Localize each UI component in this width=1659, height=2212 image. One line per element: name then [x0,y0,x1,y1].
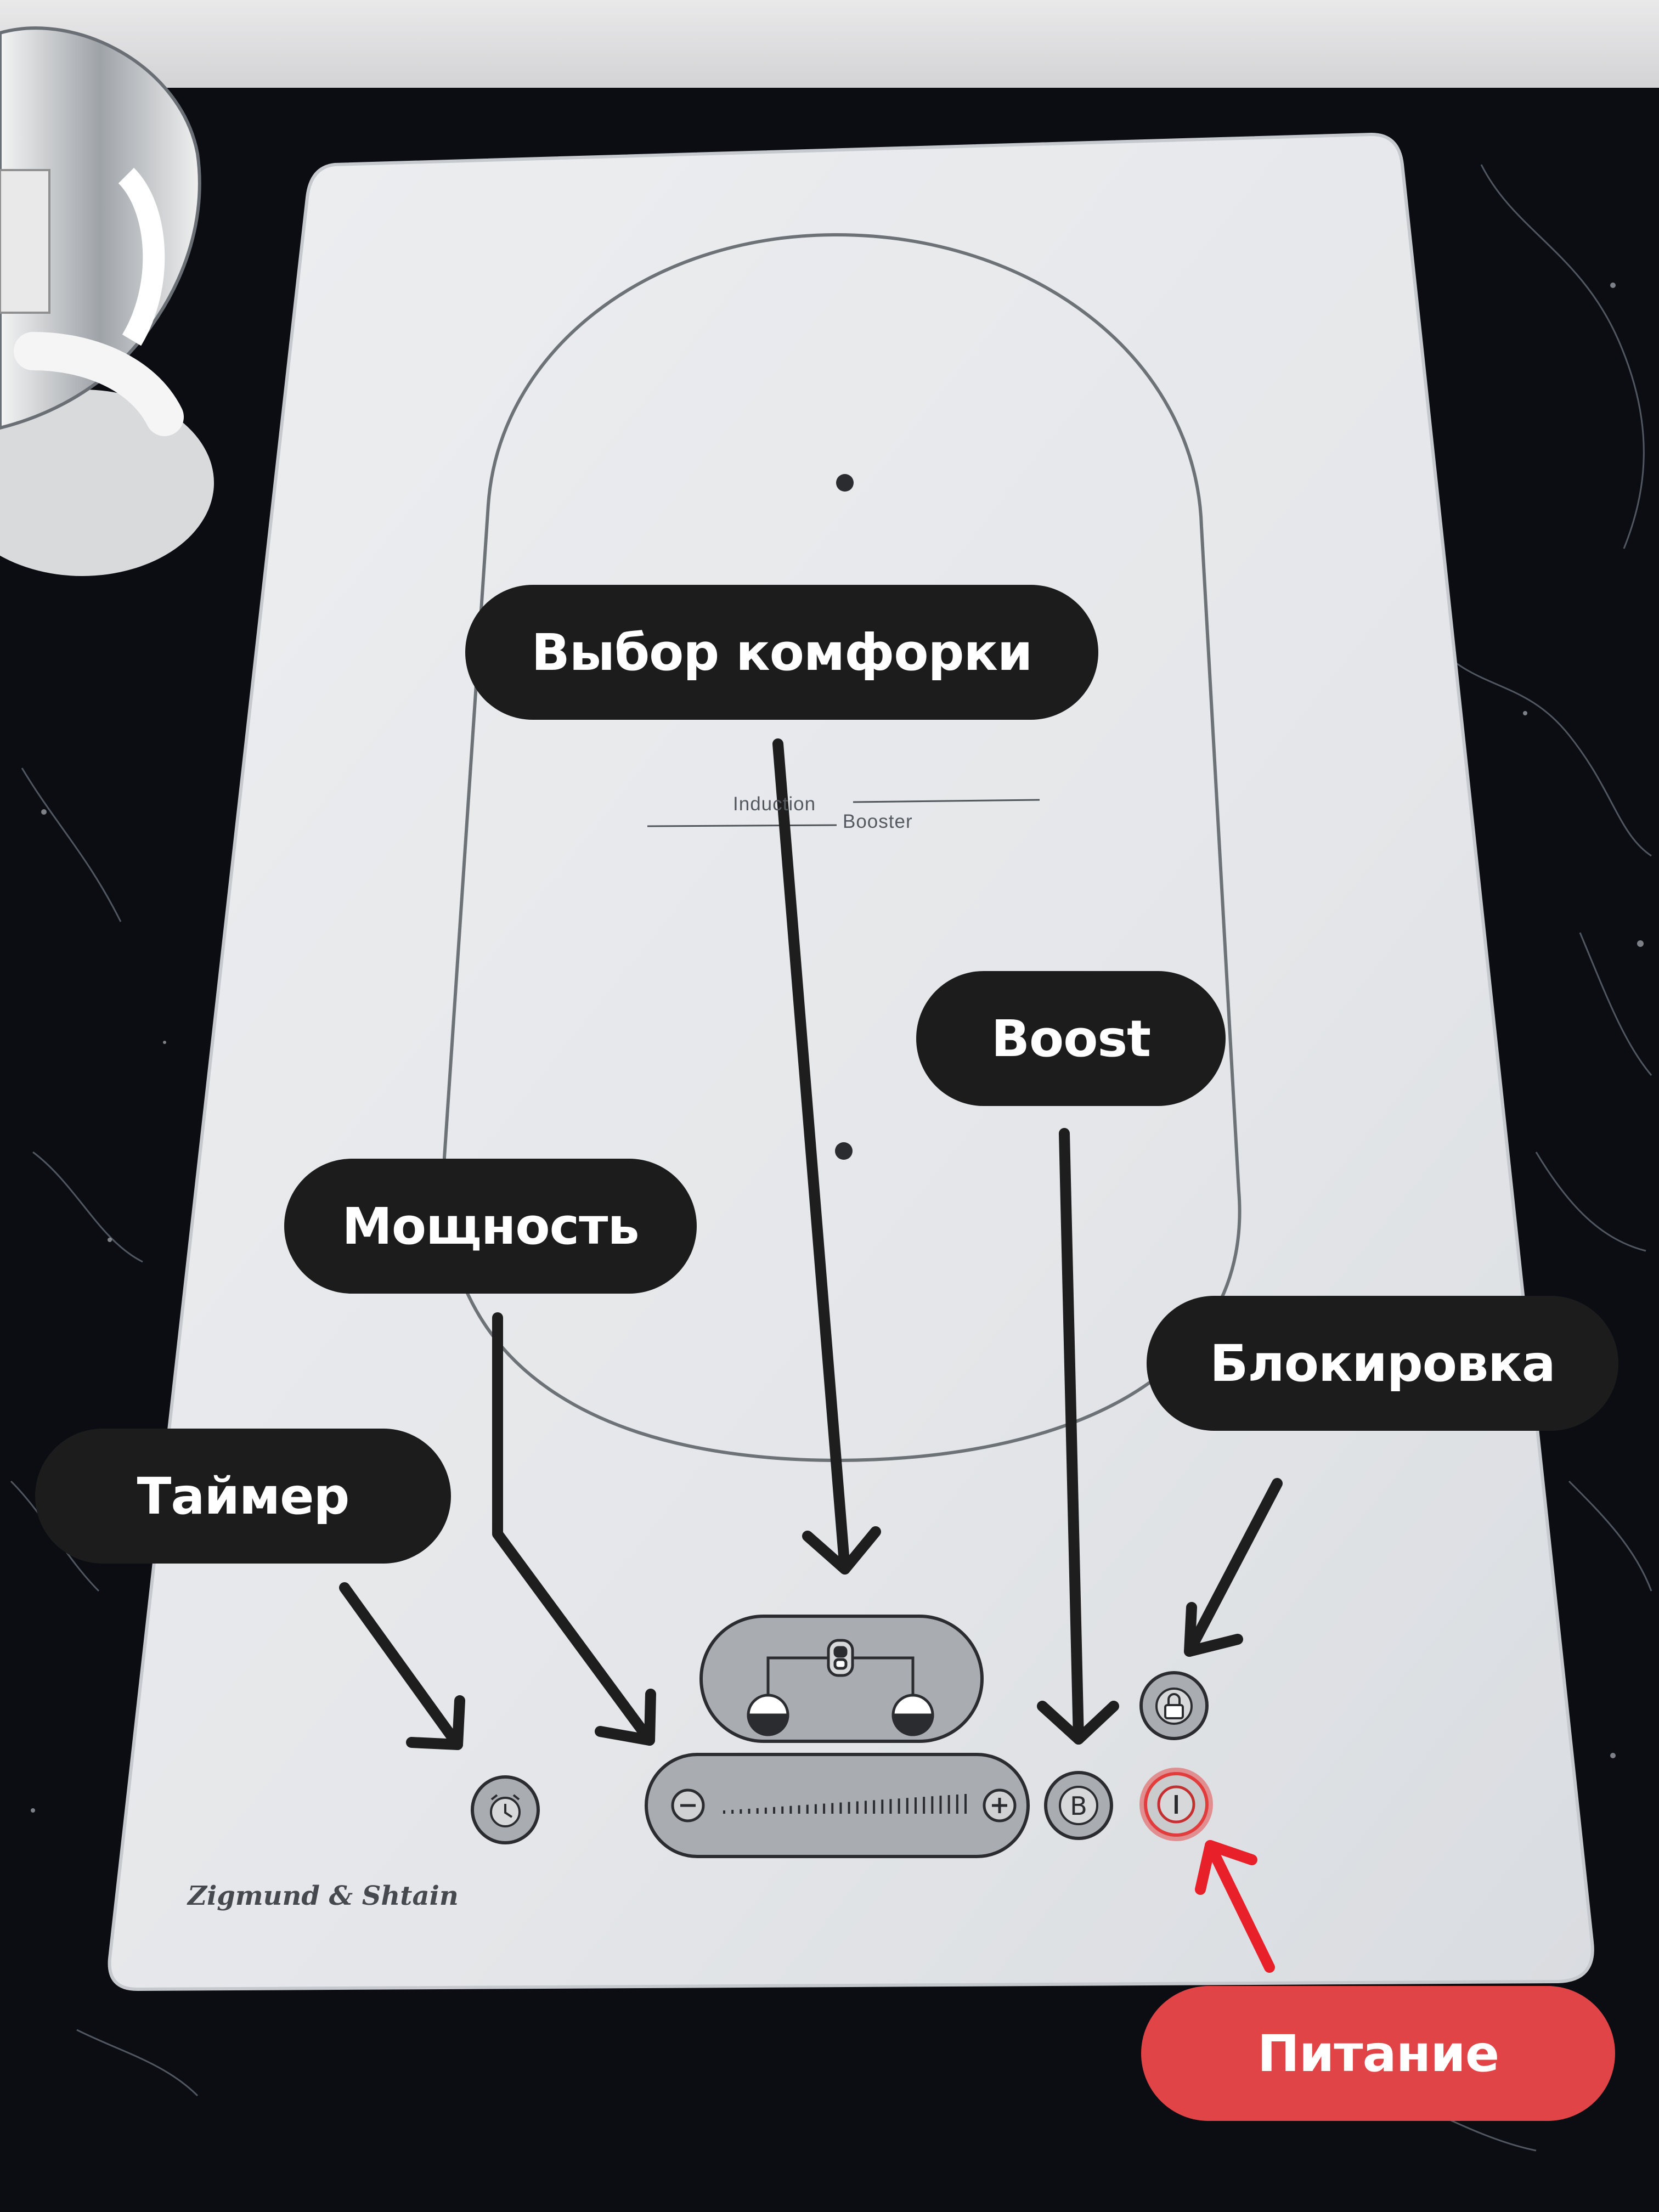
arrow-burner-select [772,738,881,1575]
booster-line [647,824,837,827]
arrow-power [1195,1840,1275,1973]
callout-power: Питание [1141,1986,1615,2121]
callout-timer: Таймер [35,1429,451,1564]
marble-veins [10,164,1652,2152]
kettle [0,26,214,576]
callout-power-text: Питание [1257,2024,1499,2083]
wall [0,0,1659,104]
callout-boost: Boost [916,971,1226,1106]
lock-key[interactable] [1139,1671,1209,1740]
zone-marker-bottom [835,1142,853,1160]
boost-key-letter: B [1070,1791,1087,1821]
power-key[interactable] [1139,1768,1213,1841]
induction-label: Induction [733,793,816,815]
arrow-timer [339,1582,465,1750]
boost-key[interactable]: B [1044,1771,1113,1840]
power-scale [723,1794,967,1814]
timer-key[interactable] [471,1775,540,1844]
callout-boost-text: Boost [991,1009,1151,1068]
callout-timer-text: Таймер [137,1466,350,1526]
callout-power-level-text: Мощность [342,1197,639,1256]
arrow-boost [1037,1128,1119,1745]
zone-marker-top [836,474,854,492]
booster-label: Booster [843,811,913,832]
burner-select-key[interactable] [699,1615,984,1743]
padlock-icon [1155,1688,1193,1725]
callout-lock-text: Блокировка [1210,1334,1555,1393]
callout-lock: Блокировка [1147,1296,1618,1431]
burner-select-icon [747,1639,934,1736]
power-icon [1157,1785,1195,1824]
induction-line [853,799,1040,803]
callout-power-level: Мощность [284,1159,697,1294]
plus-icon[interactable] [983,1788,1017,1822]
power-slider[interactable] [645,1753,1030,1858]
callout-arrows [339,738,1283,1750]
arrow-lock [1184,1478,1283,1657]
minus-icon[interactable] [671,1788,705,1822]
callout-burner-select-text: Выбор комфорки [531,623,1033,682]
hob-glass [108,132,1594,1991]
brand-logo: Zigmund & Shtain [188,1881,459,1911]
callout-burner-select: Выбор комфорки [465,585,1098,720]
arrow-power-level [492,1312,656,1746]
alarm-clock-icon [490,1794,521,1827]
